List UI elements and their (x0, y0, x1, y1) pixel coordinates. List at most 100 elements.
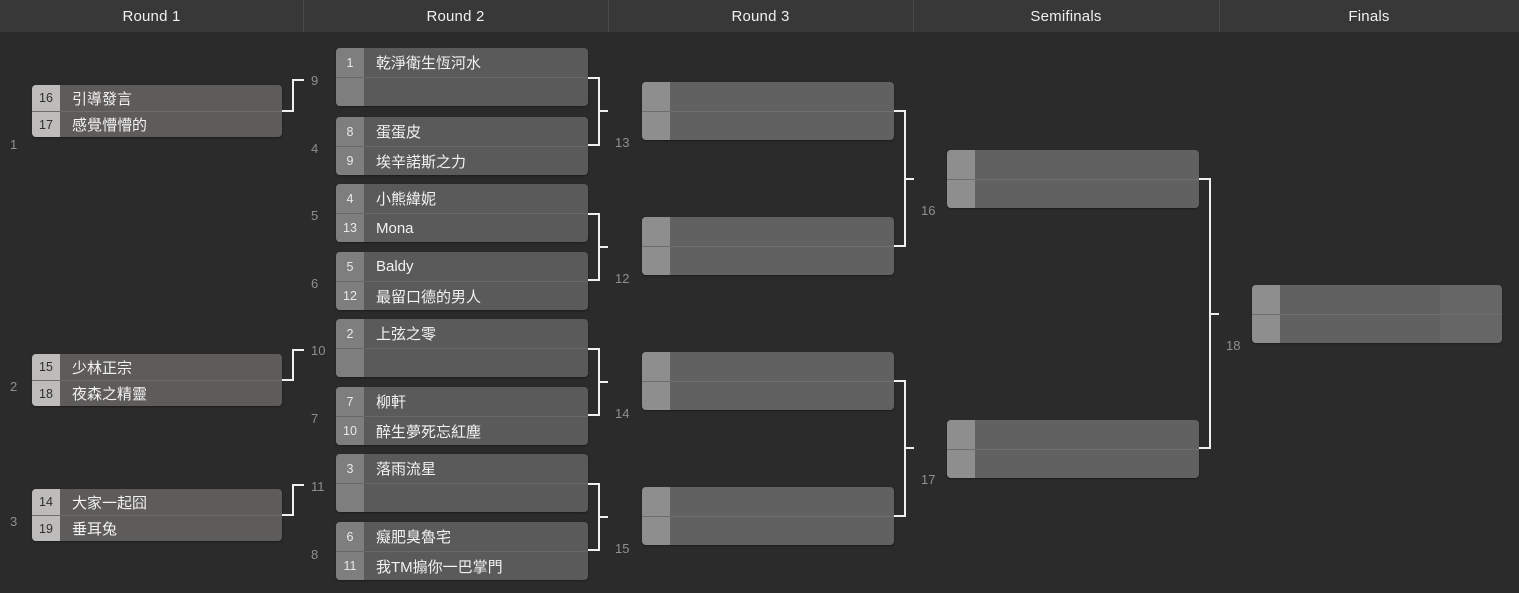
match-slot[interactable]: 2 上弦之零 (336, 319, 588, 348)
seed-number: 5 (336, 252, 364, 281)
match-slot[interactable]: 4 小熊緯妮 (336, 184, 588, 213)
match-number: 18 (1226, 338, 1241, 353)
match-number: 14 (615, 406, 630, 421)
match-slot[interactable]: 1 乾淨衛生恆河水 (336, 48, 588, 77)
match-slot[interactable]: 12 最留口德的男人 (336, 281, 588, 310)
seed-number (642, 487, 670, 516)
match-slot[interactable]: 9 埃辛諾斯之力 (336, 146, 588, 175)
seed-number (1252, 315, 1280, 343)
match-box[interactable]: 16 引導發言 17 感覺懵懵的 (32, 85, 282, 137)
participant-name: 小熊緯妮 (376, 191, 437, 208)
match-box[interactable]: 2 上弦之零 (336, 319, 588, 377)
match-box[interactable] (1252, 285, 1502, 343)
seed-number: 17 (32, 112, 60, 137)
match-number: 8 (311, 547, 319, 562)
connector-line (598, 516, 608, 518)
match-box[interactable] (642, 217, 894, 275)
seed-number: 11 (336, 552, 364, 580)
match-box[interactable] (947, 150, 1199, 208)
match-box[interactable]: 1 乾淨衛生恆河水 (336, 48, 588, 106)
participant-name: 引導發言 (72, 90, 133, 108)
match-slot[interactable] (642, 487, 894, 516)
seed-number (642, 217, 670, 246)
seed-number (1252, 285, 1280, 314)
match-slot[interactable]: 14 大家一起囧 (32, 489, 282, 515)
connector-line (598, 246, 608, 248)
seed-number (336, 78, 364, 106)
match-box[interactable]: 3 落雨流星 (336, 454, 588, 512)
match-slot[interactable]: 7 柳軒 (336, 387, 588, 416)
participant-name: 垂耳兔 (72, 521, 118, 538)
participant-name: 醉生夢死忘紅塵 (376, 423, 482, 441)
seed-number (336, 484, 364, 512)
connector-line (588, 348, 600, 350)
connector-line (1199, 447, 1211, 449)
participant-name: 大家一起囧 (72, 494, 148, 512)
match-slot[interactable] (642, 82, 894, 111)
match-number: 11 (311, 479, 325, 494)
match-slot[interactable]: 17 感覺懵懵的 (32, 111, 282, 137)
match-box[interactable] (642, 487, 894, 545)
match-slot[interactable]: 13 Mona (336, 213, 588, 242)
score-cell (1440, 285, 1502, 314)
match-slot[interactable]: 3 落雨流星 (336, 454, 588, 483)
match-slot[interactable] (336, 348, 588, 377)
match-slot[interactable] (642, 352, 894, 381)
match-slot[interactable]: 6 癡肥臭魯宅 (336, 522, 588, 551)
match-number: 2 (10, 379, 18, 394)
match-slot[interactable]: 19 垂耳兔 (32, 515, 282, 541)
seed-number (642, 382, 670, 410)
seed-number: 16 (32, 85, 60, 111)
match-box[interactable] (642, 352, 894, 410)
seed-number: 7 (336, 387, 364, 416)
match-slot[interactable] (336, 483, 588, 512)
match-slot[interactable]: 16 引導發言 (32, 85, 282, 111)
match-number: 17 (921, 472, 936, 487)
match-box[interactable]: 6 癡肥臭魯宅 11 我TM搧你一巴掌門 (336, 522, 588, 580)
match-slot[interactable]: 18 夜森之精靈 (32, 380, 282, 406)
seed-number: 14 (32, 489, 60, 515)
connector-line (292, 484, 294, 516)
match-box[interactable] (642, 82, 894, 140)
participant-name: 感覺懵懵的 (72, 117, 148, 134)
connector-line (894, 515, 906, 517)
participant-name: 我TM搧你一巴掌門 (376, 558, 503, 576)
match-slot[interactable] (336, 77, 588, 106)
score-cell (1440, 315, 1502, 343)
seed-number (947, 420, 975, 449)
match-box[interactable]: 15 少林正宗 18 夜森之精靈 (32, 354, 282, 406)
match-slot[interactable]: 10 醉生夢死忘紅塵 (336, 416, 588, 445)
match-slot[interactable] (947, 179, 1199, 208)
match-box[interactable]: 4 小熊緯妮 13 Mona (336, 184, 588, 242)
match-slot[interactable] (642, 111, 894, 140)
match-box[interactable] (947, 420, 1199, 478)
round-header-finals: Finals (1219, 0, 1519, 32)
match-box[interactable]: 5 Baldy 12 最留口德的男人 (336, 252, 588, 310)
match-slot[interactable] (1252, 314, 1502, 343)
round-header-label: Round 2 (426, 7, 485, 25)
connector-line (292, 79, 294, 112)
seed-number (947, 180, 975, 208)
match-slot[interactable] (947, 420, 1199, 449)
match-slot[interactable] (947, 150, 1199, 179)
match-slot[interactable] (642, 516, 894, 545)
match-slot[interactable] (642, 381, 894, 410)
match-number: 12 (615, 271, 630, 286)
seed-number (336, 349, 364, 377)
round-header-round-1: Round 1 (0, 0, 303, 32)
match-slot[interactable]: 5 Baldy (336, 252, 588, 281)
match-slot[interactable]: 11 我TM搧你一巴掌門 (336, 551, 588, 580)
match-number: 1 (10, 137, 18, 152)
match-slot[interactable] (1252, 285, 1502, 314)
match-slot[interactable]: 8 蛋蛋皮 (336, 117, 588, 146)
match-box[interactable]: 8 蛋蛋皮 9 埃辛諾斯之力 (336, 117, 588, 175)
match-slot[interactable] (642, 217, 894, 246)
match-slot[interactable] (947, 449, 1199, 478)
match-slot[interactable]: 15 少林正宗 (32, 354, 282, 380)
connector-line (282, 110, 294, 112)
match-box[interactable]: 7 柳軒 10 醉生夢死忘紅塵 (336, 387, 588, 445)
connector-line (588, 279, 600, 281)
match-slot[interactable] (642, 246, 894, 275)
match-box[interactable]: 14 大家一起囧 19 垂耳兔 (32, 489, 282, 541)
